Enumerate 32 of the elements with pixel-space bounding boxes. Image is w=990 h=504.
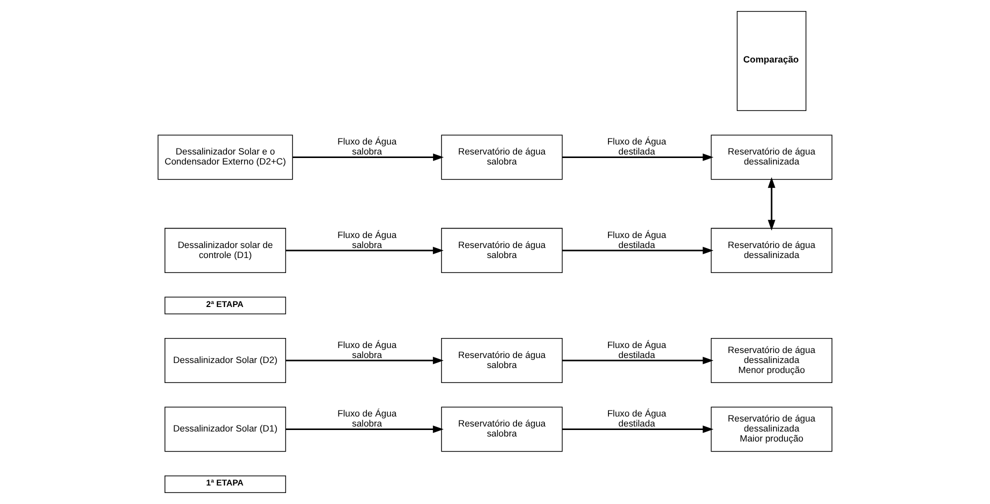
node-box: Dessalinizador Solar (D2) xyxy=(164,338,286,384)
node-box: Reservatório de água salobra xyxy=(441,406,563,452)
node-box: 2ª ETAPA xyxy=(164,296,286,314)
edge-label: Fluxo de Água destilada xyxy=(607,340,666,360)
node-box: Dessalinizador solar de controle (D1) xyxy=(164,228,286,274)
edge-label: Fluxo de Água salobra xyxy=(338,408,397,429)
node-box: Dessalinizador Solar e o Condensador Externo (D2+C) xyxy=(158,134,293,180)
arrow xyxy=(768,177,776,231)
node-box: Reservatório de água salobra xyxy=(441,228,563,274)
node-box: 1ª ETAPA xyxy=(164,475,286,494)
arrow xyxy=(292,154,444,162)
edge-label: Fluxo de Água salobra xyxy=(338,340,397,360)
arrow xyxy=(562,426,714,434)
edge-label: Fluxo de Água salobra xyxy=(338,230,397,250)
arrow xyxy=(286,426,444,434)
edge-label: Fluxo de Água destilada xyxy=(607,408,666,429)
arrow xyxy=(286,356,444,364)
node-box: Comparação xyxy=(736,10,806,112)
node-box: Dessalinizador Solar (D1) xyxy=(164,406,286,452)
edge-label: Fluxo de Água destilada xyxy=(607,230,666,250)
node-box: Reservatório de água dessalinizada xyxy=(710,228,832,274)
arrow xyxy=(286,246,444,254)
arrow xyxy=(562,154,714,162)
node-box: Reservatório de água dessalinizada Maior produção xyxy=(710,406,832,452)
arrow xyxy=(562,356,714,364)
node-box: Reservatório de água salobra xyxy=(441,134,563,180)
node-box: Reservatório de água dessalinizada Menor produção xyxy=(710,338,832,384)
node-box: Reservatório de água salobra xyxy=(441,338,563,384)
edge-label: Fluxo de Água destilada xyxy=(607,136,666,157)
node-box: Reservatório de água dessalinizada xyxy=(710,134,832,180)
edge-label: Fluxo de Água salobra xyxy=(338,136,397,157)
arrow xyxy=(562,246,714,254)
